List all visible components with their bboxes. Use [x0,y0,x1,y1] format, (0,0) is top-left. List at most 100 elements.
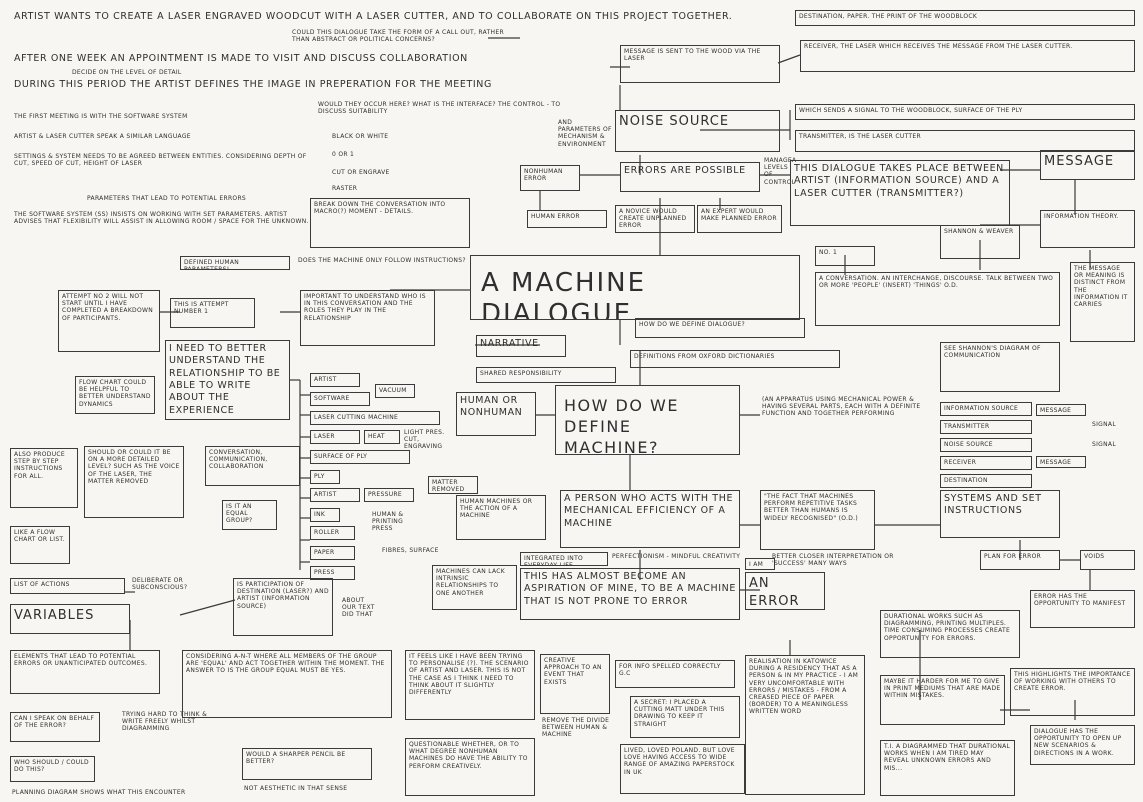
who-should-box: WHO SHOULD / COULD DO THIS? [10,756,95,782]
participation-box: IS PARTICIPATION OF DESTINATION (LASER?)… [233,578,333,636]
attempt-one-box: THIS IS ATTEMPT NUMBER 1 [170,298,255,328]
attempt-two-box: ATTEMPT NO 2 WILL NOT START UNTIL I HAVE… [58,290,160,352]
everyday-life-box: INTEGRATED INTO EVERYDAY LIFE [520,552,608,566]
durational-works-box: DURATIONAL WORKS SUCH AS DIAGRAMMING, PR… [880,610,1020,658]
dialogue-opportunity-box: DIALOGUE HAS THE OPPORTUNITY TO OPEN UP … [1030,725,1135,765]
intro-line-7: THE SOFTWARE SYSTEM (SS) INSISTS ON WORK… [14,211,309,226]
aspiration-box: THIS HAS ALMOST BECOME AN ASPIRATION OF … [520,568,740,620]
narrative-box: NARRATIVE [476,335,566,357]
destination-term: DESTINATION [940,474,1032,488]
human-printing-note: HUMAN & PRINTING PRESS [372,511,404,533]
about-text-note: ABOUT OUR TEXT DID THAT [342,597,375,619]
signal-tag-1: SIGNAL [1092,421,1116,428]
detailed-level-box: SHOULD OR COULD IT BE ON A MORE DETAILED… [84,446,184,518]
better-closer-note: BETTER CLOSER INTERPRETATION OR 'SUCCESS… [772,553,894,568]
message-sent-box: MESSAGE IS SENT TO THE WOOD VIA THE LASE… [620,45,780,83]
binary-option-3: CUT OR ENGRAVE [332,169,390,176]
noise-source-box: NOISE SOURCE [615,110,780,152]
lived-poland-box: LIVED, LOVED POLAND. BUT LOVE LOVE HAVIN… [620,744,745,794]
main-title-box: A MACHINE DIALOGUE [470,255,800,320]
equal-group-box: IS IT AN EQUAL GROUP? [222,500,277,530]
vacuum-box: VACUUM [375,384,415,398]
transmitter-box: TRANSMITTER, IS THE LASER CUTTER [795,130,1135,152]
participant-artist-2: ARTIST [310,488,360,502]
conversation-definition-box: A CONVERSATION. AN INTERCHANGE, DISCOURS… [815,272,1060,326]
tired-errors-box: T.I. A DIAGRAMMED THAT DURATIONAL WORKS … [880,740,1015,796]
deliberate-note: DELIBERATE OR SUBCONSCIOUS? [132,577,188,592]
participant-laser: LASER [310,430,360,444]
intro-line-5: ARTIST & LASER CUTTER SPEAK A SIMILAR LA… [14,133,191,140]
flow-chart-box: FLOW CHART COULD BE HELPFUL TO BETTER UN… [75,376,155,414]
noise-params-note: AND PARAMETERS OF MECHANISM & ENVIRONMEN… [558,119,612,148]
realisation-box: REALISATION IN KATOWICE DURING A RESIDEN… [745,655,865,795]
step-instructions-box: ALSO PRODUCE STEP BY STEP INSTRUCTIONS F… [10,448,78,508]
noise-source-term: NOISE SOURCE [940,438,1032,452]
matter-removed-box: MATTER REMOVED [428,476,478,494]
planning-diagram-note: PLANNING DIAGRAM SHOWS WHAT THIS ENCOUNT… [12,789,186,796]
apparatus-definition: (AN APPARATUS USING MECHANICAL POWER & H… [762,396,921,418]
message-tag-2: MESSAGE [1036,456,1086,468]
control-note: WOULD THEY OCCUR HERE? WHAT IS THE INTER… [318,101,561,116]
machines-perform-box: "THE FACT THAT MACHINES PERFORM REPETITI… [760,490,875,550]
intro-line-6: SETTINGS & SYSTEM NEEDS TO BE AGREED BET… [14,153,307,168]
errors-possible-box: ERRORS ARE POSSIBLE [620,162,760,192]
important-understand-box: IMPORTANT TO UNDERSTAND WHO IS IN THIS C… [300,290,435,346]
information-theory-box: INFORMATION THEORY. [1040,210,1135,248]
i-am-box: I AM [745,558,775,570]
pressure-box: PRESSURE [364,488,414,502]
list-of-actions-box: LIST OF ACTIONS [10,578,125,594]
info-source-term: INFORMATION SOURCE [940,402,1032,416]
params-note: PARAMETERS THAT LEAD TO POTENTIAL ERRORS [87,195,247,202]
transmitter-term: TRANSMITTER [940,420,1032,434]
oxford-definitions-box: DEFINITIONS FROM OXFORD DICTIONARIES [630,350,840,368]
machines-lack-box: MACHINES CAN LACK INTRINSIC RELATIONSHIP… [432,565,517,610]
intro-aside-detail: DECIDE ON THE LEVEL OF DETAIL [72,69,182,76]
number-one-box: NO. 1 [815,246,875,266]
participant-roller: ROLLER [310,526,355,540]
binary-option-1: BLACK OR WHITE [332,133,389,140]
person-machine-box: A PERSON WHO ACTS WITH THE MECHANICAL EF… [560,490,740,548]
how-define-dialogue-box: HOW DO WE DEFINE DIALOGUE? [635,318,805,338]
defined-params-box: DEFINED HUMAN PARAMETERS! [180,256,290,270]
questionable-box: QUESTIONABLE WHETHER, OR TO WHAT DEGREE … [405,738,535,796]
participant-ink: INK [310,508,340,522]
break-down-box: BREAK DOWN THE CONVERSATION INTO MACRO(?… [310,198,470,248]
not-aesthetic-note: NOT AESTHETIC IN THAT SENSE [244,785,348,792]
shared-responsibility-box: SHARED RESPONSIBILITY [476,367,616,383]
it-feels-box: IT FEELS LIKE I HAVE BEEN TRYING TO PERS… [405,650,535,720]
need-understand-box: I NEED TO BETTER UNDERSTAND THE RELATION… [165,340,290,420]
how-define-machine-box: HOW DO WE DEFINE MACHINE? [555,385,740,455]
participant-ply: PLY [310,470,340,484]
message-distinct-box: THE MESSAGE OR MEANING IS DISTINCT FROM … [1070,262,1135,342]
ant-considering-box: CONSIDERING A-N-T WHERE ALL MEMBERS OF T… [182,650,392,718]
shannon-weaver-box: SHANNON & WEAVER [940,225,1020,259]
nonhuman-error-box: NONHUMAN ERROR [520,165,580,191]
maybe-harder-box: MAYBE IT HARDER FOR ME TO GIVE IN PRINT … [880,675,1005,725]
intro-line-4: THE FIRST MEETING IS WITH THE SOFTWARE S… [14,113,188,120]
novice-error-box: A NOVICE WOULD CREATE UNPLANNED ERROR [615,205,695,233]
heat-box: HEAT [364,430,400,444]
dialogue-place-box: THIS DIALOGUE TAKES PLACE BETWEEN ARTIST… [790,160,1010,226]
human-or-nonhuman-box: HUMAN OR NONHUMAN [456,392,536,436]
expert-error-box: AN EXPERT WOULD MAKE PLANNED ERROR [697,205,782,233]
trying-hard-note: TRYING HARD TO THINK & WRITE FREELY WHIL… [122,711,208,733]
error-manifest-box: ERROR HAS THE OPPORTUNITY TO MANIFEST [1030,590,1135,628]
signal-box: WHICH SENDS A SIGNAL TO THE WOODBLOCK, S… [795,104,1135,120]
receiver-term: RECEIVER [940,456,1032,470]
participant-surface-of-ply: SURFACE OF PLY [310,450,410,464]
participant-artist: ARTIST [310,373,360,387]
participant-laser-cutting-machine: LASER CUTTING MACHINE [310,411,440,425]
light-cut-note: LIGHT PRES. CUT, ENGRAVING [404,429,445,448]
speak-error-box: CAN I SPEAK ON BEHALF OF THE ERROR? [10,712,100,742]
fibres-note: FIBRES, SURFACE [382,547,439,554]
secret-box: A SECRET: I PLACED A CUTTING MATT UNDER … [630,696,740,738]
perfectionism-note: PERFECTIONISM - MINDFUL CREATIVITY [612,553,741,560]
message-box: MESSAGE [1040,150,1135,180]
error-fraud-box: AN ERROR FRAUD [745,572,825,610]
conversation-communication-box: CONVERSATION, COMMUNICATION, COLLABORATI… [205,446,300,486]
manageable-levels-note: MANAGEABLE LEVELS OF CONTROL [764,157,796,186]
receiver-box: RECEIVER, THE LASER WHICH RECEIVES THE M… [800,40,1135,72]
intro-line-2: AFTER ONE WEEK AN APPOINTMENT IS MADE TO… [14,53,468,64]
participant-software: SOFTWARE [310,392,370,406]
sharper-pencil-box: WOULD A SHARPER PENCIL BE BETTER? [242,748,372,780]
